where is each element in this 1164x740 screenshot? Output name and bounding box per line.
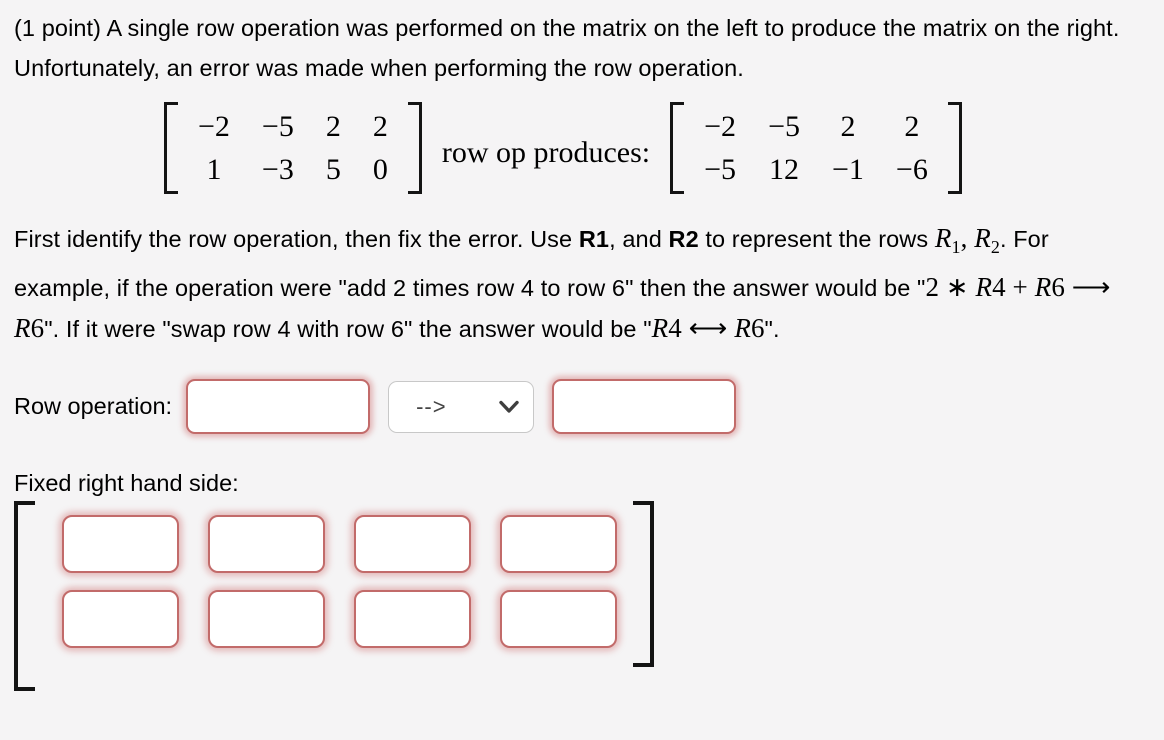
matrix-cell: −5 bbox=[768, 110, 800, 143]
matrix-cell: 2 bbox=[325, 110, 341, 143]
text-run: First identify the row operation, then f… bbox=[14, 226, 579, 252]
rhs-input-r1c1[interactable] bbox=[62, 515, 179, 573]
text-run: . For example, if the operation were "ad… bbox=[14, 226, 1049, 301]
right-matrix: −2 −5 2 2 −5 12 −1 −6 bbox=[670, 102, 962, 194]
text-run: R bbox=[974, 223, 991, 253]
text-run: 4 ⟷ bbox=[668, 313, 735, 343]
instructions-paragraph: First identify the row operation, then f… bbox=[14, 218, 1150, 349]
arrow-select-wrap: --> bbox=[388, 380, 535, 433]
matrix-cell: 5 bbox=[325, 153, 341, 186]
row-operation-answer-row: Row operation: --> bbox=[14, 379, 1150, 434]
rhs-input-r2c3[interactable] bbox=[354, 590, 471, 648]
matrix-cell: −3 bbox=[261, 153, 294, 186]
text-run: 1 bbox=[951, 237, 961, 257]
statement-paragraph: (1 point) A single row operation was per… bbox=[14, 15, 1120, 81]
matrix-cell: 2 bbox=[372, 110, 388, 143]
arrow-direction-select[interactable]: --> bbox=[388, 380, 535, 433]
text-run: 6 bbox=[30, 313, 45, 343]
text-run: ". If it were "swap row 4 with row 6" th… bbox=[44, 316, 652, 342]
matrix-bracket-left-icon bbox=[670, 102, 685, 194]
answer-bracket-right-icon bbox=[633, 501, 654, 667]
right-matrix-values: −2 −5 2 2 −5 12 −1 −6 bbox=[688, 105, 944, 191]
matrix-cell: 2 bbox=[904, 110, 920, 143]
text-run: R bbox=[14, 313, 31, 343]
text-run: to represent the rows bbox=[698, 226, 935, 252]
text-run: , and bbox=[609, 226, 669, 252]
rhs-input-r1c3[interactable] bbox=[354, 515, 471, 573]
matrix-cell: −1 bbox=[831, 153, 864, 186]
row-op-produces-label: row op produces: bbox=[441, 136, 651, 169]
matrix-cell: −2 bbox=[704, 110, 737, 143]
text-run: 2 ∗ bbox=[925, 272, 976, 302]
matrix-bracket-right-icon bbox=[947, 102, 962, 194]
rhs-input-r1c2[interactable] bbox=[208, 515, 325, 573]
row-operation-second-input[interactable] bbox=[552, 379, 737, 434]
text-run: R bbox=[975, 272, 993, 302]
rhs-input-r2c4[interactable] bbox=[500, 590, 617, 648]
text-run: R1 bbox=[578, 226, 610, 252]
matrix-bracket-right-icon bbox=[407, 102, 422, 194]
fixed-rhs-label: Fixed right hand side: bbox=[14, 470, 239, 496]
matrix-bracket-left-icon bbox=[164, 102, 178, 194]
fixed-rhs-grid bbox=[35, 501, 633, 648]
matrix-cell: 2 bbox=[840, 110, 856, 143]
row-operation-first-input[interactable] bbox=[186, 379, 371, 434]
text-run: R bbox=[934, 223, 952, 253]
matrix-cell: −6 bbox=[895, 153, 928, 186]
rhs-input-r2c1[interactable] bbox=[62, 590, 179, 648]
text-run: 2 bbox=[990, 237, 1000, 257]
answer-bracket-left-icon bbox=[14, 501, 35, 691]
text-run: 4 + bbox=[992, 272, 1035, 302]
text-run: R bbox=[734, 313, 751, 343]
text-run: , bbox=[960, 223, 975, 253]
problem-page: (1 point) A single row operation was per… bbox=[14, 15, 1150, 691]
matrix-cell: 1 bbox=[206, 153, 222, 186]
matrix-cell: −5 bbox=[261, 110, 294, 143]
rhs-input-r2c2[interactable] bbox=[208, 590, 325, 648]
matrix-cell: −2 bbox=[198, 110, 230, 143]
matrix-cell: 0 bbox=[372, 153, 388, 186]
text-run: R bbox=[651, 313, 669, 343]
text-run: R2 bbox=[668, 226, 699, 252]
matrix-cell: −5 bbox=[704, 153, 737, 186]
text-run: 6 bbox=[750, 313, 765, 343]
rhs-input-r1c4[interactable] bbox=[500, 515, 617, 573]
fixed-rhs-matrix bbox=[14, 501, 1150, 691]
matrix-cell: 12 bbox=[769, 153, 800, 186]
text-run: 6 ⟶ bbox=[1051, 272, 1111, 302]
text-run: ". bbox=[764, 316, 780, 342]
row-operation-label: Row operation: bbox=[14, 393, 173, 419]
text-run: R bbox=[1034, 272, 1052, 302]
